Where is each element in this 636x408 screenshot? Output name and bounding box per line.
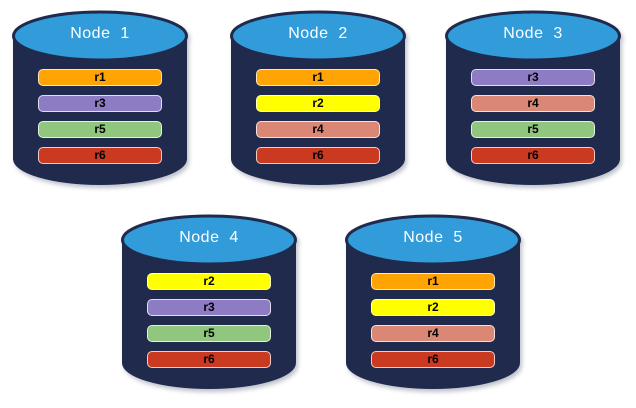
replica-bar-r6: r6 — [256, 147, 380, 164]
cylinder-top — [121, 214, 297, 266]
replica-bar-r2: r2 — [147, 273, 271, 290]
replica-bar-r1: r1 — [38, 69, 162, 86]
replica-bar-r5: r5 — [38, 121, 162, 138]
replica-bar-r4: r4 — [471, 95, 595, 112]
replica-bar-r6: r6 — [38, 147, 162, 164]
replica-bar-r3: r3 — [147, 299, 271, 316]
cylinder-top — [230, 10, 406, 62]
replica-bar-r2: r2 — [371, 299, 495, 316]
replica-bar-r1: r1 — [371, 273, 495, 290]
node-title: Node 1 — [70, 25, 130, 42]
cylinder-top — [12, 10, 188, 62]
replica-bar-r1: r1 — [256, 69, 380, 86]
replica-bar-r4: r4 — [371, 325, 495, 342]
cylinder-top — [445, 10, 621, 62]
replica-list: r1 r2 r4 r6 — [256, 69, 380, 164]
node-title: Node 3 — [503, 25, 563, 42]
db-node: Node 2 r1 r2 r4 r6 — [229, 8, 407, 188]
replica-bar-r3: r3 — [38, 95, 162, 112]
replica-list: r3 r4 r5 r6 — [471, 69, 595, 164]
replica-bar-r4: r4 — [256, 121, 380, 138]
replica-bar-r6: r6 — [147, 351, 271, 368]
node-title: Node 4 — [179, 229, 239, 246]
replica-bar-r5: r5 — [147, 325, 271, 342]
replica-bar-r6: r6 — [471, 147, 595, 164]
replica-bar-r6: r6 — [371, 351, 495, 368]
replica-list: r1 r2 r4 r6 — [371, 273, 495, 368]
replica-bar-r5: r5 — [471, 121, 595, 138]
db-node: Node 3 r3 r4 r5 r6 — [444, 8, 622, 188]
replica-bar-r3: r3 — [471, 69, 595, 86]
db-node: Node 5 r1 r2 r4 r6 — [344, 212, 522, 392]
replica-list: r1 r3 r5 r6 — [38, 69, 162, 164]
cylinder-top — [345, 214, 521, 266]
db-node: Node 4 r2 r3 r5 r6 — [120, 212, 298, 392]
node-title: Node 5 — [403, 229, 463, 246]
replica-bar-r2: r2 — [256, 95, 380, 112]
replica-list: r2 r3 r5 r6 — [147, 273, 271, 368]
node-title: Node 2 — [288, 25, 348, 42]
db-node: Node 1 r1 r3 r5 r6 — [11, 8, 189, 188]
